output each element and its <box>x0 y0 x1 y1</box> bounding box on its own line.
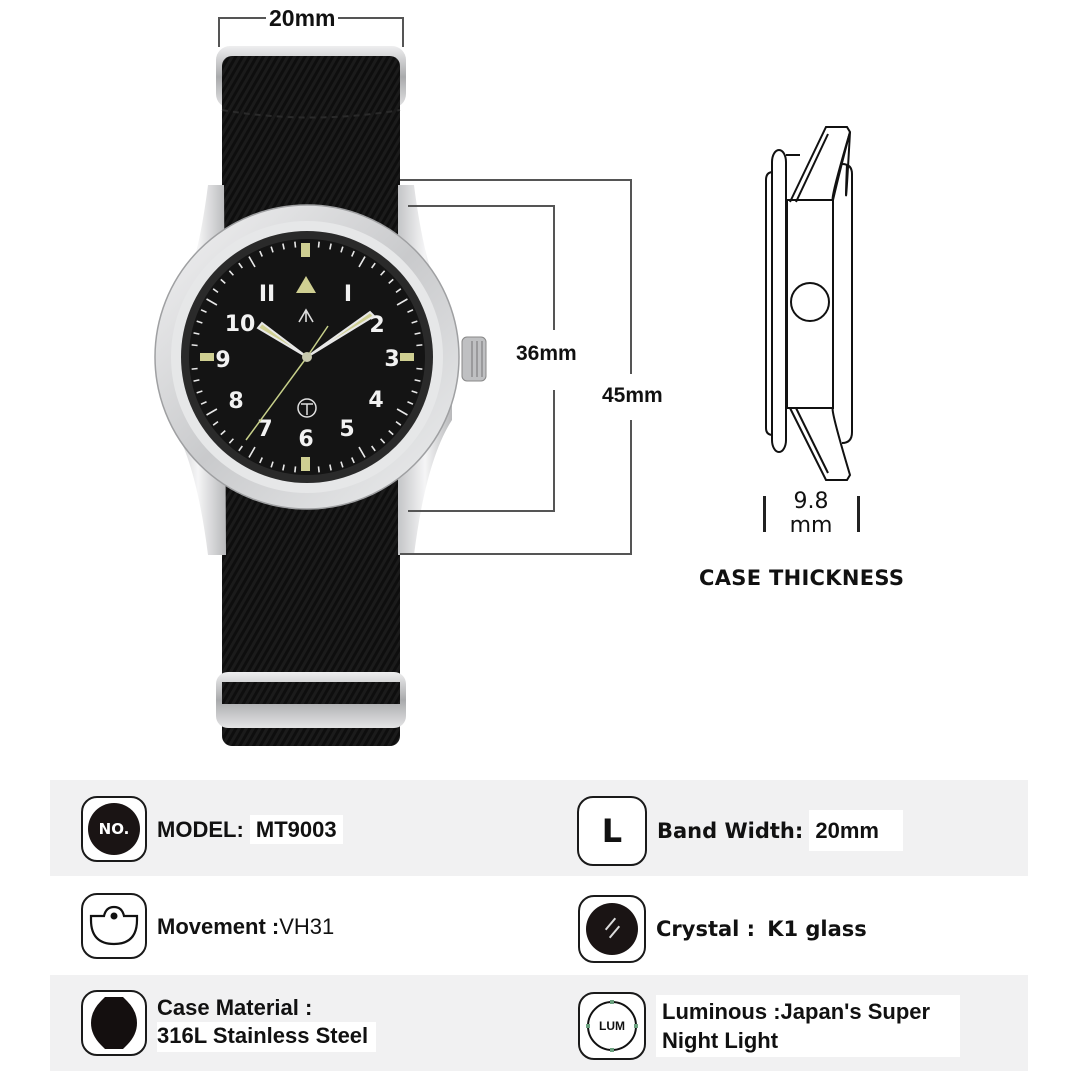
dial-numeral-4: 4 <box>368 388 383 413</box>
dial-numeral-7: 7 <box>257 417 272 442</box>
spec-movement-value: VH31 <box>279 913 335 939</box>
spec-case-material-label: Case Material : <box>157 995 313 1020</box>
dial-dim-line-top <box>408 205 555 207</box>
band-width-dim-label: 20mm <box>266 5 339 32</box>
spec-movement: Movement :VH31 <box>81 893 334 959</box>
number-badge-icon: NO. <box>81 796 147 862</box>
spec-movement-label: Movement : <box>157 913 280 939</box>
dial-numeral-6: 6 <box>298 427 313 452</box>
dial-numeral-11: II <box>259 282 275 307</box>
spec-case-material-value: 316L Stainless Steel <box>157 1022 377 1052</box>
case-thickness-caption: CASE THICKNESS <box>699 566 905 590</box>
spec-luminous: LUM Luminous :Japan's Super Night Light <box>578 992 961 1060</box>
case-size-label: 45mm <box>602 384 663 408</box>
spec-band-width-label: Band Width: <box>657 819 804 843</box>
dial-dim-line-vert-bottom <box>553 390 555 512</box>
band-width-icon: L <box>577 796 647 866</box>
spec-band-width-value: 20mm <box>809 810 903 851</box>
dial-numeral-1: I <box>344 282 352 307</box>
spec-model-value: MT9003 <box>249 814 343 844</box>
dial-dim-line-vert-top <box>553 205 555 330</box>
dial-numeral-9: 9 <box>215 348 230 373</box>
case-dim-line-vert-bottom <box>630 420 632 555</box>
band-width-dim-line-right <box>402 17 404 47</box>
spec-luminous-value: Japan's Super <box>780 999 931 1024</box>
thickness-value: 9.8 <box>793 489 829 514</box>
thickness-unit: mm <box>789 513 833 538</box>
case-dim-line-top <box>400 179 632 181</box>
spec-model-label: MODEL: <box>157 816 244 842</box>
spec-model: NO. MODEL: MT9003 <box>81 796 343 862</box>
dial-diameter-label: 36mm <box>516 342 577 366</box>
thickness-dim-right <box>857 496 860 532</box>
spec-luminous-label: Luminous : <box>662 999 781 1024</box>
spec-band-width: L Band Width: 20mm <box>577 796 903 866</box>
spec-case-material: Case Material : 316L Stainless Steel <box>81 990 377 1056</box>
dial-numeral-5: 5 <box>339 417 354 442</box>
movement-icon <box>81 893 147 959</box>
spec-luminous-value-line2: Night Light <box>662 1028 779 1053</box>
dial-numeral-10: 10 <box>225 312 256 337</box>
spec-crystal: Crystal : K1 glass <box>578 895 873 963</box>
case-dim-line-bottom <box>400 553 632 555</box>
dial-numeral-3: 3 <box>384 347 399 372</box>
crystal-icon <box>578 895 646 963</box>
spec-crystal-value: K1 glass <box>767 917 867 941</box>
spec-crystal-label: Crystal : <box>656 917 756 941</box>
case-side-profile-drawing <box>765 126 853 481</box>
dial-dim-line-bottom <box>408 510 555 512</box>
luminous-icon: LUM <box>578 992 646 1060</box>
band-width-dim-line-left <box>218 17 220 47</box>
thickness-dim-left <box>763 496 766 532</box>
dial-numeral-2: 2 <box>369 313 384 338</box>
watch-front-illustration: I 2 3 4 5 6 7 8 9 10 II <box>154 46 487 746</box>
dial-numeral-8: 8 <box>228 389 243 414</box>
watch-case-icon <box>81 990 147 1056</box>
case-dim-line-vert-top <box>630 179 632 374</box>
